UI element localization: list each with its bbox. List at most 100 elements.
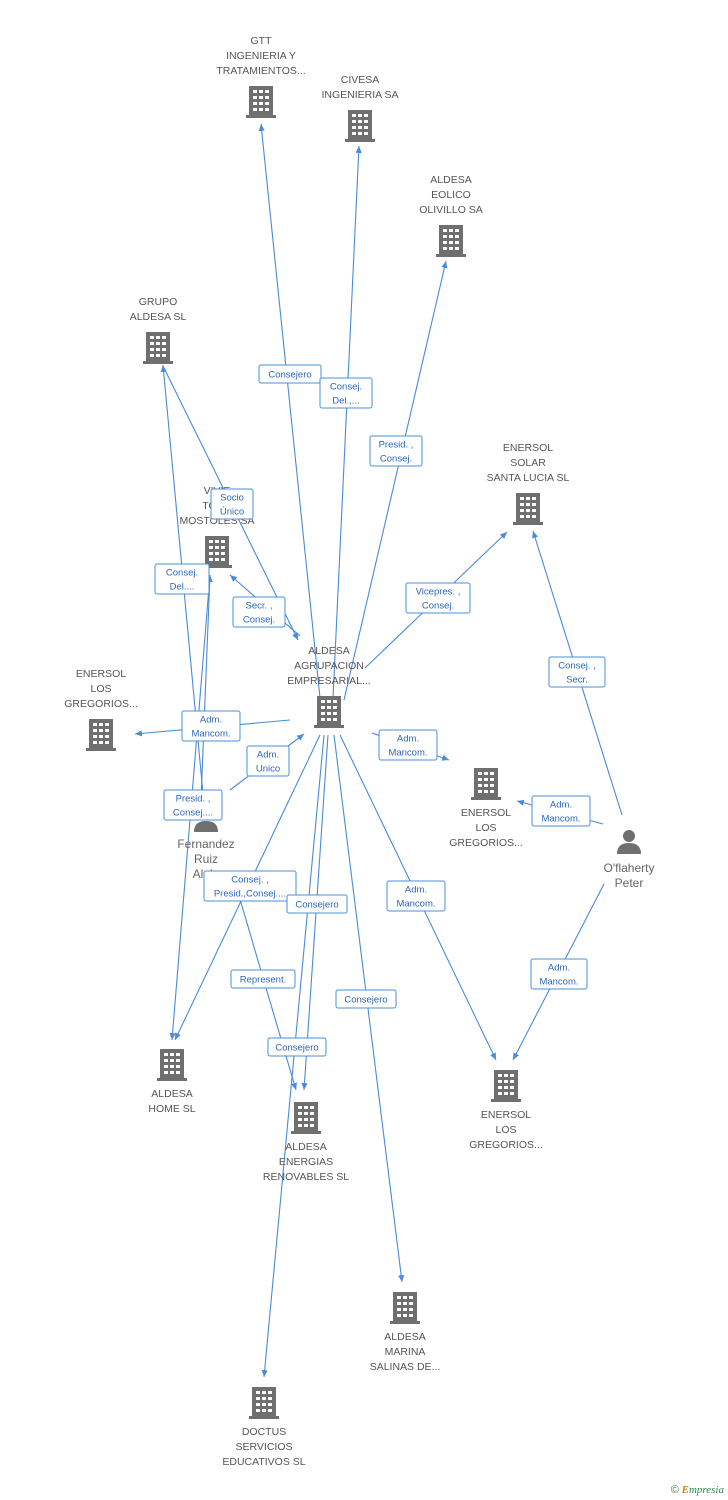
edge-label-text: Consejero bbox=[275, 1043, 318, 1054]
edge-label-text: Mancom. bbox=[191, 729, 230, 740]
node-label: ALDESA bbox=[285, 1141, 326, 1153]
node-label: MARINA bbox=[385, 1346, 426, 1358]
brand-name: mpresia bbox=[688, 1484, 724, 1496]
edge-aldesa_agr-to-eolico bbox=[343, 260, 448, 701]
node-label: ENERGIAS bbox=[279, 1156, 333, 1168]
edge-aldesa_agr-to-civesa bbox=[332, 145, 362, 699]
edge-label-oflaherty-to-enersol_solar[interactable]: Consej. , Secr. bbox=[548, 656, 606, 688]
node-enersol_left[interactable]: ENERSOLLOSGREGORIOS... bbox=[64, 668, 138, 751]
edge-label-text: Mancom. bbox=[396, 899, 435, 910]
node-label: TRATAMIENTOS... bbox=[216, 65, 305, 77]
edge-label-aldesa_agr-to-energias[interactable]: Consejero bbox=[286, 894, 348, 914]
node-label: GREGORIOS... bbox=[64, 698, 138, 710]
edge-label-text: Secr. bbox=[566, 675, 588, 686]
edge-label-fernandez-to-energias[interactable]: Consej. ,Presid.,Consej.... bbox=[203, 870, 297, 902]
edge-label-text: Único bbox=[220, 507, 244, 518]
edge-label-aldesa_agr-to-enersol_mid[interactable]: Adm.Mancom. bbox=[378, 729, 438, 761]
edge-label-text: Mancom. bbox=[388, 748, 427, 759]
edge-label-aldesa_agr-to-gtt[interactable]: Consejero bbox=[258, 364, 322, 384]
node-label: INGENIERIA Y bbox=[226, 50, 296, 62]
node-label: LOS bbox=[495, 1124, 516, 1136]
node-label: INGENIERIA SA bbox=[321, 89, 398, 101]
building-icon bbox=[86, 719, 116, 751]
edge-label-text: Adm. bbox=[405, 885, 427, 896]
edge-aldesa_agr-to-gtt bbox=[258, 123, 321, 699]
edge-label-text: Secr. , bbox=[246, 601, 273, 612]
building-icon bbox=[157, 1049, 187, 1081]
building-icon bbox=[436, 225, 466, 257]
nodes-layer: GTT INGENIERIA Y TRATAMIENTOS... CIVESA INGE… bbox=[64, 35, 654, 1468]
edge-label-aldesa_agr-to-civesa[interactable]: Consej. Del.,... bbox=[319, 377, 373, 409]
node-label: SANTA LUCIA SL bbox=[487, 472, 570, 484]
edge-label-text: Consej. bbox=[330, 382, 362, 393]
node-label: ALDESA bbox=[430, 174, 471, 186]
edge-label-aldesa_agr-to-eolico[interactable]: Presid. ,Consej. bbox=[369, 435, 423, 467]
edge-label-text: Adm. bbox=[548, 963, 570, 974]
edge-label-text: Del.,... bbox=[332, 396, 359, 407]
node-aldesa_agr[interactable]: ALDESAAGRUPACIONEMPRESARIAL... bbox=[287, 645, 371, 728]
edge-label-aldesa_agr-to-home[interactable]: Represent. bbox=[230, 969, 296, 989]
edge-label-text: Mancom. bbox=[539, 977, 578, 988]
building-icon bbox=[513, 493, 543, 525]
edge-label-text: Consejero bbox=[295, 900, 338, 911]
node-label: RENOVABLES SL bbox=[263, 1171, 349, 1183]
node-label: GREGORIOS... bbox=[469, 1139, 543, 1151]
edge-label-text: Consej. bbox=[422, 601, 454, 612]
edge-label-aldesa_agr-to-vivie[interactable]: Secr. ,Consej. bbox=[232, 596, 286, 628]
node-gtt[interactable]: GTT INGENIERIA Y TRATAMIENTOS... bbox=[216, 35, 306, 118]
node-label: HOME SL bbox=[148, 1103, 195, 1115]
node-label: ENERSOL bbox=[461, 807, 511, 819]
node-enersol_mid[interactable]: ENERSOL LOS GREGORIOS... bbox=[449, 768, 523, 849]
edge-label-aldesa_agr-to-marina[interactable]: Consejero bbox=[335, 989, 397, 1009]
node-label: DOCTUS bbox=[242, 1426, 286, 1438]
edge-label-oflaherty-to-enersol_mid[interactable]: Adm.Mancom. bbox=[531, 795, 591, 827]
node-eolico[interactable]: ALDESA EOLICO OLIVILLO SA bbox=[419, 174, 483, 257]
edge-label-aldesa_agr-to-enersol_left[interactable]: Adm. Mancom. bbox=[181, 710, 241, 742]
edge-label-text: Adm. bbox=[257, 750, 279, 761]
node-label: Peter bbox=[615, 876, 644, 890]
edge-label-fernandez-to-grupo[interactable]: Presid. ,Consej.... bbox=[163, 789, 223, 821]
node-label: OLIVILLO SA bbox=[419, 204, 483, 216]
node-label: EOLICO bbox=[431, 189, 471, 201]
edge-label-oflaherty-to-enersol_bot[interactable]: Adm. Mancom. bbox=[530, 958, 588, 990]
node-energias[interactable]: ALDESA ENERGIAS RENOVABLES SL bbox=[263, 1102, 349, 1183]
node-label: CIVESA bbox=[341, 74, 380, 86]
edge-label-text: Consejero bbox=[268, 370, 311, 381]
building-icon bbox=[345, 110, 375, 142]
edge-label-text: Presid.,Consej.... bbox=[214, 889, 286, 900]
edge-label-text: Adm. bbox=[200, 715, 222, 726]
node-label: AGRUPACION bbox=[294, 660, 364, 672]
brand-footer[interactable]: © Empresia bbox=[671, 1484, 724, 1496]
node-label: ENERSOL bbox=[76, 668, 126, 680]
node-label: O'flaherty bbox=[604, 861, 655, 875]
edge-label-text: Consej. , bbox=[558, 661, 596, 672]
node-label: GREGORIOS... bbox=[449, 837, 523, 849]
building-icon bbox=[471, 768, 501, 800]
edge-label-fernandez-to-aldesa_agr[interactable]: Adm.Unico bbox=[246, 745, 290, 777]
node-label: SOLAR bbox=[510, 457, 546, 469]
edge-label-aldesa_agr-to-doctus[interactable]: Consejero bbox=[267, 1037, 327, 1057]
building-icon bbox=[249, 1387, 279, 1419]
node-label: LOS bbox=[475, 822, 496, 834]
edge-label-aldesa_agr-to-enersol_bot[interactable]: Adm. Mancom. bbox=[386, 880, 446, 912]
node-label: EDUCATIVOS SL bbox=[222, 1456, 305, 1468]
node-civesa[interactable]: CIVESA INGENIERIA SA bbox=[321, 74, 399, 142]
node-label: Ruiz bbox=[194, 852, 218, 866]
node-label: SALINAS DE... bbox=[370, 1361, 441, 1373]
edge-label-text: Adm. bbox=[550, 800, 572, 811]
edge-label-fernandez-to-vivie[interactable]: Consej.Del.... bbox=[154, 563, 210, 595]
node-label: GTT bbox=[251, 35, 273, 47]
node-enersol_bot[interactable]: ENERSOLLOSGREGORIOS... bbox=[469, 1070, 543, 1151]
edge-label-text: Consejero bbox=[344, 995, 387, 1006]
edge-label-aldesa_agr-to-enersol_solar[interactable]: Vicepres. ,Consej. bbox=[405, 582, 471, 614]
edge-fernandez-to-vivie bbox=[200, 574, 213, 801]
